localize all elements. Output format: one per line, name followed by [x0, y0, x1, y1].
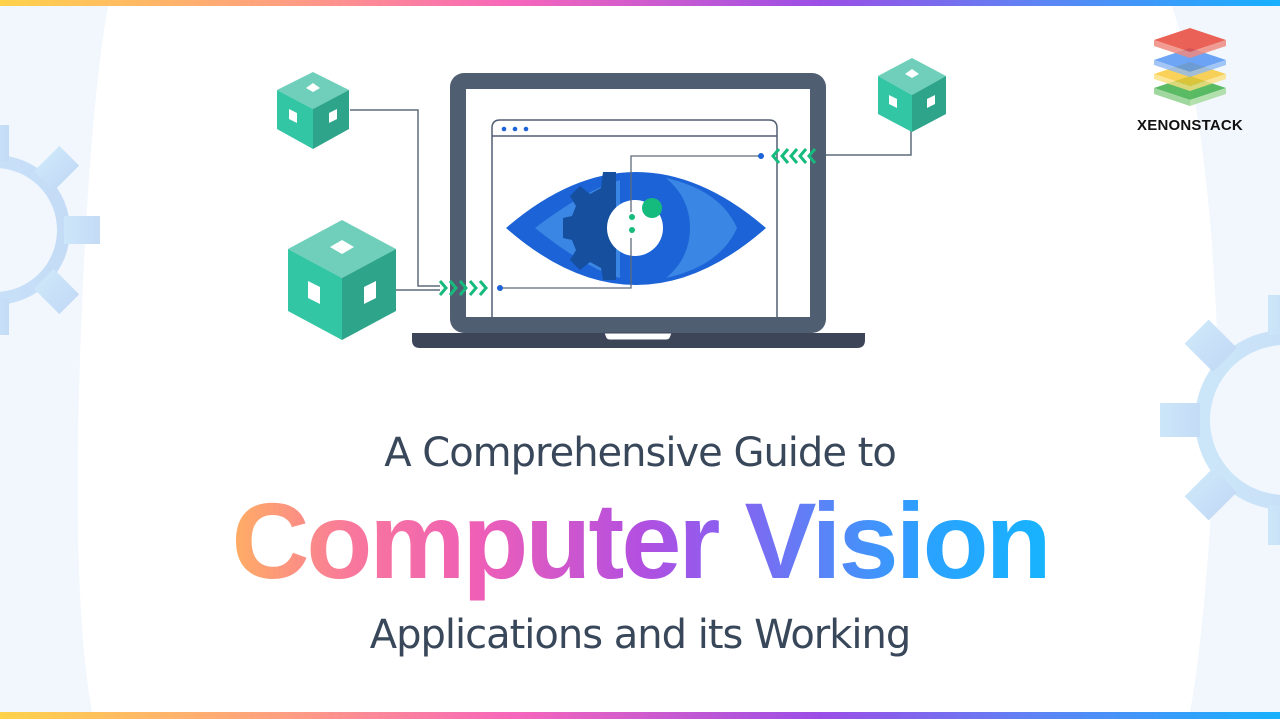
bottom-gradient-bar	[0, 712, 1280, 719]
gear-icon	[1160, 295, 1280, 545]
chevrons-icon	[438, 280, 488, 296]
browser-window-icon	[491, 119, 778, 317]
cube-icon	[288, 220, 396, 340]
headline-main: Computer Vision	[0, 486, 1280, 596]
cube-icon	[878, 58, 946, 132]
top-gradient-bar	[0, 0, 1280, 6]
brand-name: XENONSTACK	[1137, 117, 1243, 134]
cube-icon	[277, 72, 349, 149]
chevrons-icon	[771, 148, 817, 164]
brand-logo[interactable]: XENONSTACK	[1120, 24, 1260, 134]
headline-line3: Applications and its Working	[369, 612, 912, 658]
headline-line1: A Comprehensive Guide to	[384, 430, 897, 476]
headline-line2: Computer Vision	[231, 480, 1051, 601]
eye-icon	[497, 153, 766, 291]
layers-logo-icon	[1154, 28, 1226, 106]
gear-icon	[0, 125, 100, 335]
